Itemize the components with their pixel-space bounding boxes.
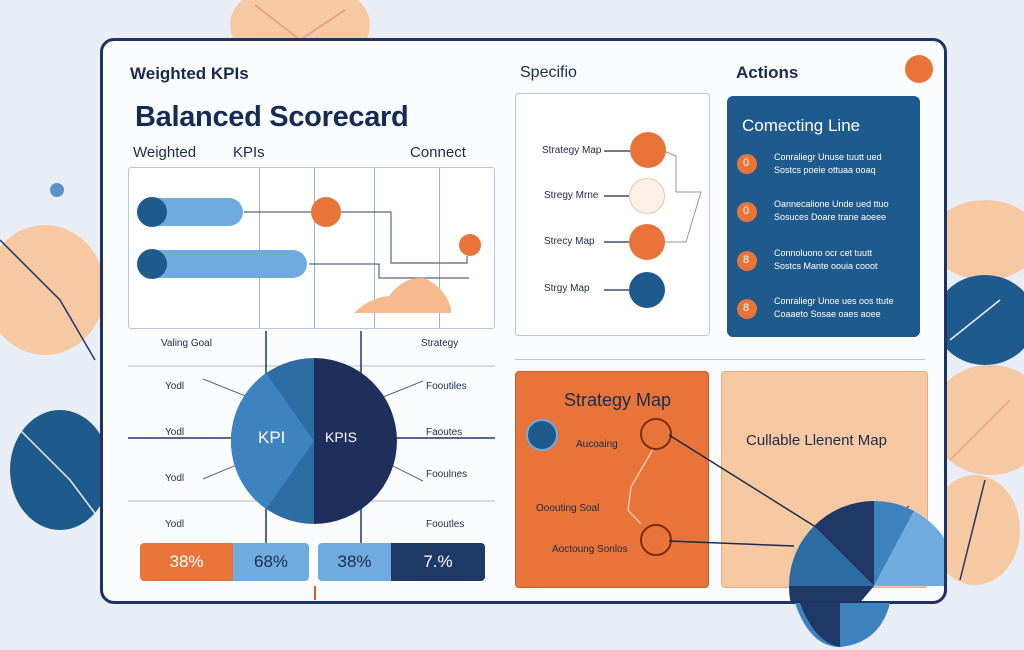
actions-status-dot[interactable] xyxy=(905,55,933,83)
strategy-item-label: Strategy Map xyxy=(542,145,602,156)
action-number: 8 xyxy=(743,302,750,314)
divider xyxy=(515,359,925,360)
strategy-list-panel: Strategy Map Stregy Mrne Strecy Map Strg… xyxy=(515,93,710,336)
action-text: Conraliegr Unuse tuutt ued xyxy=(774,152,882,162)
element-map-title: Cullable Llenent Map xyxy=(746,432,887,449)
percent-bar: 38% xyxy=(318,543,391,581)
action-text: Coaaeto Sosae oaes aoee xyxy=(774,309,881,319)
kpi-node[interactable] xyxy=(137,249,167,279)
element-map-graphic[interactable] xyxy=(639,411,947,604)
actions-panel: Comecting Line 0 Conraliegr Unuse tuutt … xyxy=(727,96,920,337)
connect-node[interactable] xyxy=(459,234,481,256)
header-weighted-kpis: Weighted KPIs xyxy=(130,64,249,83)
axis-marker xyxy=(314,586,316,600)
grid-line xyxy=(259,168,260,328)
actions-panel-title: Comecting Line xyxy=(742,116,861,135)
action-text: Sostcs poeie ottuaa ooaq xyxy=(774,165,876,175)
action-text: Sostcs Mante oouia cooot xyxy=(774,261,878,271)
column-connect: Connect xyxy=(410,144,466,161)
strategy-node[interactable] xyxy=(629,272,665,308)
connect-node[interactable] xyxy=(311,197,341,227)
connector-lines xyxy=(244,211,469,313)
wheel-left-label: Yodl xyxy=(165,381,185,392)
pie-right-label: KPIS xyxy=(325,429,357,445)
grid-line xyxy=(439,168,440,328)
action-text: Connoluono ocr cet tuutt xyxy=(774,248,873,258)
kpi-pie[interactable] xyxy=(231,358,397,524)
column-kpis: KPIs xyxy=(233,144,265,161)
weighted-kpi-panel xyxy=(128,167,495,329)
strategy-node[interactable] xyxy=(629,224,665,260)
percent-bar: 7.% xyxy=(391,543,485,581)
map-node[interactable] xyxy=(640,418,672,450)
map-label: Ooouting Soal xyxy=(536,503,600,514)
strategy-map-title: Strategy Map xyxy=(564,390,672,410)
wheel-left-label: Yodl xyxy=(165,519,185,530)
grid-line xyxy=(374,168,375,328)
header-specific: Specifio xyxy=(520,64,577,81)
wheel-left-label: Yodl xyxy=(165,473,185,484)
percent-bar: 68% xyxy=(233,543,309,581)
action-number: 8 xyxy=(743,254,750,266)
action-number: 0 xyxy=(743,157,750,169)
action-number-badge[interactable] xyxy=(737,251,757,271)
strategy-map-panel: Strategy Map Aucoaing Ooouting Soal Aoct… xyxy=(515,371,709,588)
strategy-connector xyxy=(604,150,702,291)
strategy-item-label: Strecy Map xyxy=(544,236,595,247)
header-actions: Actions xyxy=(736,63,799,82)
map-label: Aucoaing xyxy=(576,439,618,450)
kpi-bar[interactable] xyxy=(139,250,307,278)
action-text: Sosuces Doare trane aoeee xyxy=(774,212,887,222)
action-text: Conraliegr Unoe ues oos ttute xyxy=(774,296,894,306)
map-node-blue[interactable] xyxy=(526,419,558,451)
wheel-right-label: Fooutiles xyxy=(426,381,467,392)
page-title: Balanced Scorecard xyxy=(135,101,409,133)
action-text: Oannecalione Unde ued ttuo xyxy=(774,199,889,209)
strategy-node[interactable] xyxy=(629,178,665,214)
map-connectors xyxy=(627,443,657,525)
map-label: Aoctoung Sonlos xyxy=(552,544,628,555)
action-number-badge[interactable] xyxy=(737,154,757,174)
strategy-item-label: Stregy Mrne xyxy=(544,190,599,201)
wheel-left-header: Valing Goal xyxy=(161,338,212,349)
wheel-left-label: Yodl xyxy=(165,427,185,438)
action-number-badge[interactable] xyxy=(737,202,757,222)
percent-bar: 38% xyxy=(140,543,233,581)
wheel-right-label: Faoutes xyxy=(426,427,463,438)
bottom-pie-overflow xyxy=(795,603,890,647)
kpi-node[interactable] xyxy=(137,197,167,227)
strategy-node[interactable] xyxy=(630,132,666,168)
action-number-badge[interactable] xyxy=(737,299,757,319)
map-node[interactable] xyxy=(640,524,672,556)
pie-left-label: KPI xyxy=(258,428,286,447)
wheel-right-label: Fooulnes xyxy=(426,469,468,480)
grid-line xyxy=(314,168,315,328)
wheel-right-label: Fooutles xyxy=(426,519,465,530)
scorecard-card: Weighted KPIs Specifio Actions Balanced … xyxy=(100,38,947,604)
wheel-right-header: Strategy xyxy=(421,338,459,349)
column-weighted: Weighted xyxy=(133,144,197,161)
action-number: 0 xyxy=(743,205,750,217)
strategy-item-label: Strgy Map xyxy=(544,283,590,294)
